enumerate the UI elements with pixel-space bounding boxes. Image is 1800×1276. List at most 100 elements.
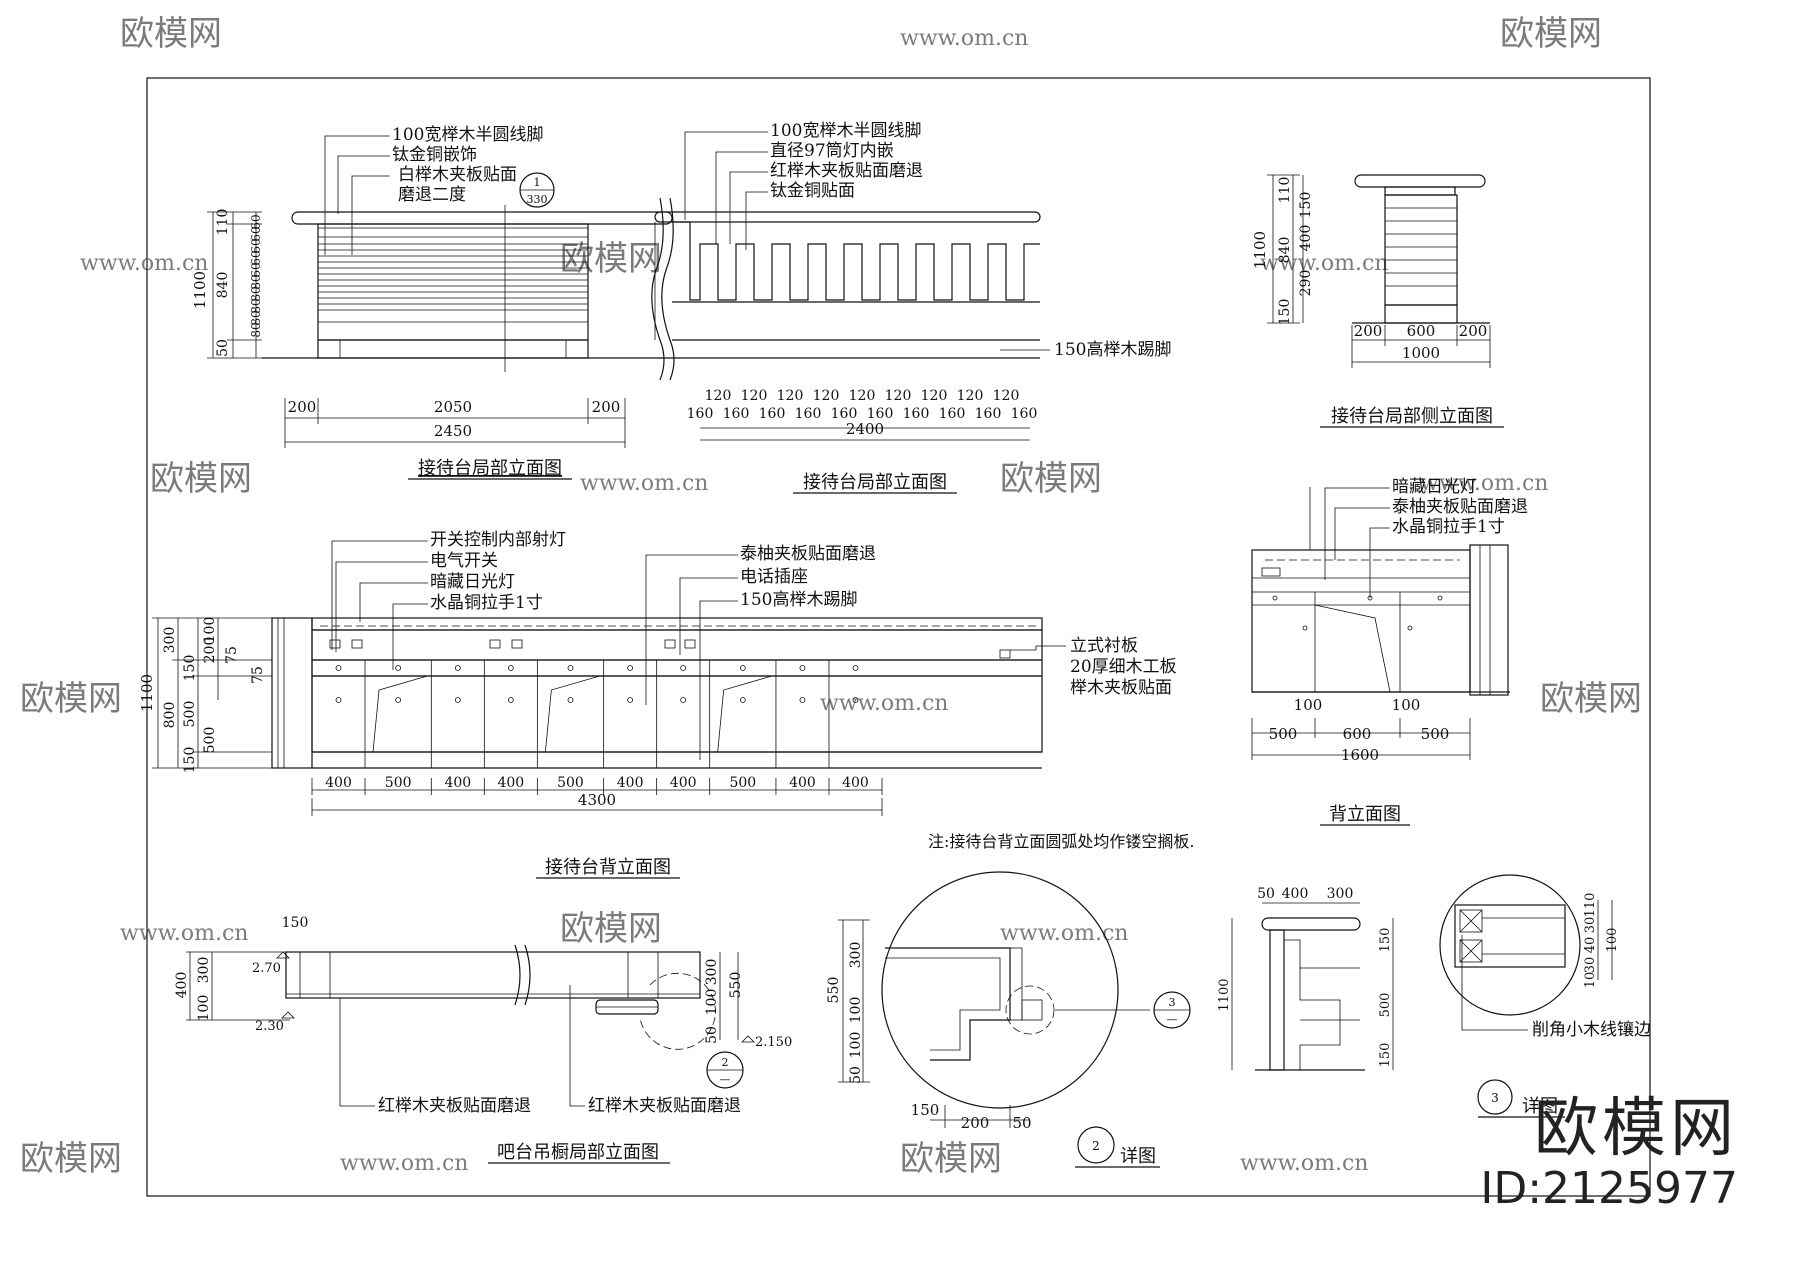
svg-text:110: 110 [1583, 893, 1598, 918]
svg-text:800: 800 [162, 702, 178, 729]
svg-text:500: 500 [1378, 993, 1393, 1018]
svg-text:2450: 2450 [434, 422, 472, 440]
knob [454, 697, 461, 703]
back-dim: 400 [670, 775, 697, 791]
svg-text:红榉木夹板贴面磨退: 红榉木夹板贴面磨退 [770, 161, 923, 181]
switch-box [351, 639, 363, 649]
switch-box [329, 639, 341, 649]
svg-text:100宽榉木半圆线脚: 100宽榉木半圆线脚 [770, 121, 921, 141]
note: 注:接待台背立面圆弧处均作镂空搁板. [928, 832, 1194, 851]
svg-text:500: 500 [1269, 725, 1298, 743]
switch-box [684, 639, 696, 649]
svg-text:泰柚夹板贴面磨退: 泰柚夹板贴面磨退 [740, 544, 876, 564]
svg-text:500: 500 [1421, 725, 1450, 743]
svg-text:150: 150 [1378, 1043, 1393, 1068]
svg-text:600: 600 [1407, 322, 1436, 340]
dim-1100: 1100 [191, 271, 209, 309]
watermark-text: www.om.cn [1240, 1151, 1368, 1176]
svg-text:100: 100 [1294, 696, 1323, 714]
svg-text:110: 110 [215, 209, 231, 236]
small-dim: 60 [249, 214, 263, 229]
svg-text:200: 200 [592, 398, 621, 416]
title-detail-3: 详图 [1522, 1096, 1558, 1117]
dim-bottom: 160 [939, 406, 966, 422]
small-dim: 60 [249, 226, 263, 241]
dim-bottom: 160 [867, 406, 894, 422]
title-back-side: 背立面图 [1329, 804, 1401, 825]
back-dim: 400 [497, 775, 524, 791]
svg-text:200: 200 [202, 637, 218, 664]
svg-text:400: 400 [174, 972, 190, 999]
title-front-left: 接待台局部立面图 [418, 458, 562, 479]
svg-text:75: 75 [224, 646, 240, 664]
watermark-text: 欧模网 [20, 679, 122, 719]
brand-name: 欧模网 [1534, 1092, 1738, 1166]
small-dim: 80 [249, 322, 263, 337]
svg-text:1600: 1600 [1341, 746, 1379, 764]
svg-text:150高榉木踢脚: 150高榉木踢脚 [740, 590, 857, 610]
back-dim: 500 [385, 775, 412, 791]
svg-text:150: 150 [282, 915, 309, 931]
svg-text:—: — [720, 1073, 731, 1086]
knob [799, 697, 806, 703]
svg-text:电话插座: 电话插座 [740, 567, 808, 587]
svg-text:1100: 1100 [138, 674, 156, 712]
watermark-text: 欧模网 [900, 1139, 1002, 1179]
arc-shelf [717, 675, 773, 753]
arc-shelf [372, 675, 428, 753]
dim-top: 120 [921, 388, 948, 404]
dim-top: 120 [741, 388, 768, 404]
svg-text:150: 150 [182, 747, 198, 774]
back-elevation: 开关控制内部射灯 电气开关 暗藏日光灯 水晶铜拉手1寸 泰柚夹板贴面磨退 电话插… [138, 530, 1177, 879]
svg-text:3: 3 [1491, 1091, 1499, 1105]
svg-text:红榉木夹板贴面磨退: 红榉木夹板贴面磨退 [378, 1096, 531, 1116]
knob [739, 665, 746, 671]
svg-text:100: 100 [704, 989, 720, 1016]
knob [567, 665, 574, 671]
watermark-text: 欧模网 [20, 1139, 122, 1179]
watermark-text: 欧模网 [1500, 14, 1602, 54]
svg-text:50: 50 [1257, 886, 1275, 902]
knob [627, 665, 634, 671]
dim-top: 120 [885, 388, 912, 404]
svg-text:50: 50 [848, 1066, 864, 1084]
svg-text:200: 200 [1459, 322, 1488, 340]
dim-top: 120 [813, 388, 840, 404]
watermark-text: www.om.cn [340, 1151, 468, 1176]
svg-text:立式衬板: 立式衬板 [1070, 636, 1138, 656]
svg-text:2: 2 [722, 1056, 729, 1069]
detail-2: 3 — 550 300 100 100 50 150 200 50 2 详图 [826, 871, 1191, 1168]
svg-text:30: 30 [1583, 917, 1598, 934]
watermark-text: 欧模网 [560, 909, 662, 949]
svg-text:75: 75 [250, 666, 266, 684]
detail-3: 削角小木线镶边 110 30 40 30 100 10 3 详图 [1439, 874, 1651, 1118]
svg-text:200: 200 [1354, 322, 1383, 340]
svg-text:削角小木线镶边: 削角小木线镶边 [1532, 1019, 1651, 1040]
section-view: 50 400 300 1100 150 500 150 [1217, 886, 1394, 1071]
switch-box [511, 639, 523, 649]
svg-text:100: 100 [202, 617, 218, 644]
svg-text:290: 290 [1298, 270, 1314, 297]
svg-text:100: 100 [848, 997, 864, 1024]
handrail [291, 211, 673, 225]
svg-text:150高榉木踢脚: 150高榉木踢脚 [1054, 340, 1171, 360]
watermark-text: 欧模网 [1000, 459, 1102, 499]
svg-text:300: 300 [848, 942, 864, 969]
back-dim: 400 [842, 775, 869, 791]
svg-text:开关控制内部射灯: 开关控制内部射灯 [430, 530, 566, 550]
svg-text:110: 110 [1277, 177, 1293, 204]
svg-text:2: 2 [1092, 1139, 1100, 1153]
watermark-text: www.om.cn [1000, 921, 1128, 946]
svg-text:330: 330 [527, 193, 548, 206]
back-dim: 500 [557, 775, 584, 791]
svg-text:50: 50 [1012, 1114, 1031, 1132]
svg-text:600: 600 [1343, 725, 1372, 743]
svg-text:300: 300 [704, 959, 720, 986]
svg-text:100: 100 [1392, 696, 1421, 714]
dim-top: 120 [993, 388, 1020, 404]
watermark-text: 欧模网 [560, 239, 662, 279]
switch-box [664, 639, 676, 649]
